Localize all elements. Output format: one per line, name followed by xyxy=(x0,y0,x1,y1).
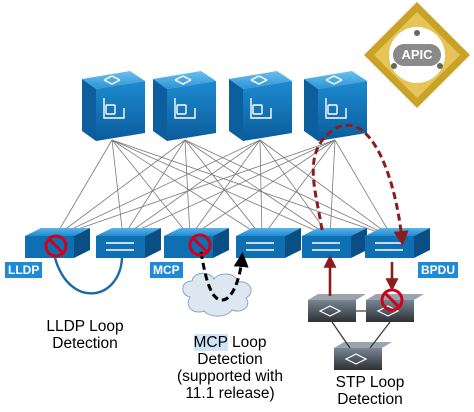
spine-switch-1 xyxy=(82,71,145,141)
leaf-switch-5 xyxy=(302,228,367,258)
spine-switch-2 xyxy=(153,71,216,141)
stp-switch-3 xyxy=(334,342,392,370)
lldp-caption-line1: LLDP Loop xyxy=(46,318,124,335)
leaf-switch-1 xyxy=(25,228,90,258)
leaf-switch-4 xyxy=(236,228,301,258)
stp-caption: STP Loop Detection xyxy=(320,374,420,408)
leaf-switch-2 xyxy=(96,228,161,258)
stp-loop-path xyxy=(311,123,409,246)
leaf-switch-6 xyxy=(365,228,430,258)
spine-switch-3 xyxy=(229,71,292,141)
blocked-port-icon xyxy=(44,234,68,258)
spine-switch-4 xyxy=(304,71,367,141)
bpdu-tag: BPDU xyxy=(418,262,459,278)
mcp-caption-line1-rest: Loop xyxy=(227,334,267,351)
lldp-tag: LLDP xyxy=(5,262,43,278)
fabric-links xyxy=(54,139,393,238)
mcp-tag: MCP xyxy=(150,262,183,278)
lldp-loop-cable xyxy=(53,257,124,295)
lldp-caption: LLDP Loop Detection xyxy=(30,318,140,352)
mcp-caption: MCP Loop Detection (supported with 11.1 … xyxy=(165,334,295,402)
mcp-highlight: MCP xyxy=(193,334,228,351)
lldp-caption-line2: Detection xyxy=(52,335,118,352)
mcp-caption-line3: (supported with xyxy=(177,368,283,385)
apic-badge-label: APIC xyxy=(401,47,433,62)
apic-badge-icon xyxy=(364,2,470,108)
blocked-port-icon xyxy=(380,288,404,312)
stp-caption-line1: STP Loop xyxy=(335,374,405,391)
cloud-icon xyxy=(182,272,252,317)
mcp-caption-line2: Detection xyxy=(197,351,263,368)
stp-caption-line2: Detection xyxy=(337,391,403,408)
mcp-caption-line1: MCP Loop xyxy=(165,334,295,351)
mcp-loop-path xyxy=(199,251,249,302)
blocked-port-icon xyxy=(188,233,212,257)
stp-switch-1 xyxy=(308,294,366,322)
mcp-caption-line4: 11.1 release) xyxy=(185,385,275,402)
stp-links xyxy=(331,310,391,349)
